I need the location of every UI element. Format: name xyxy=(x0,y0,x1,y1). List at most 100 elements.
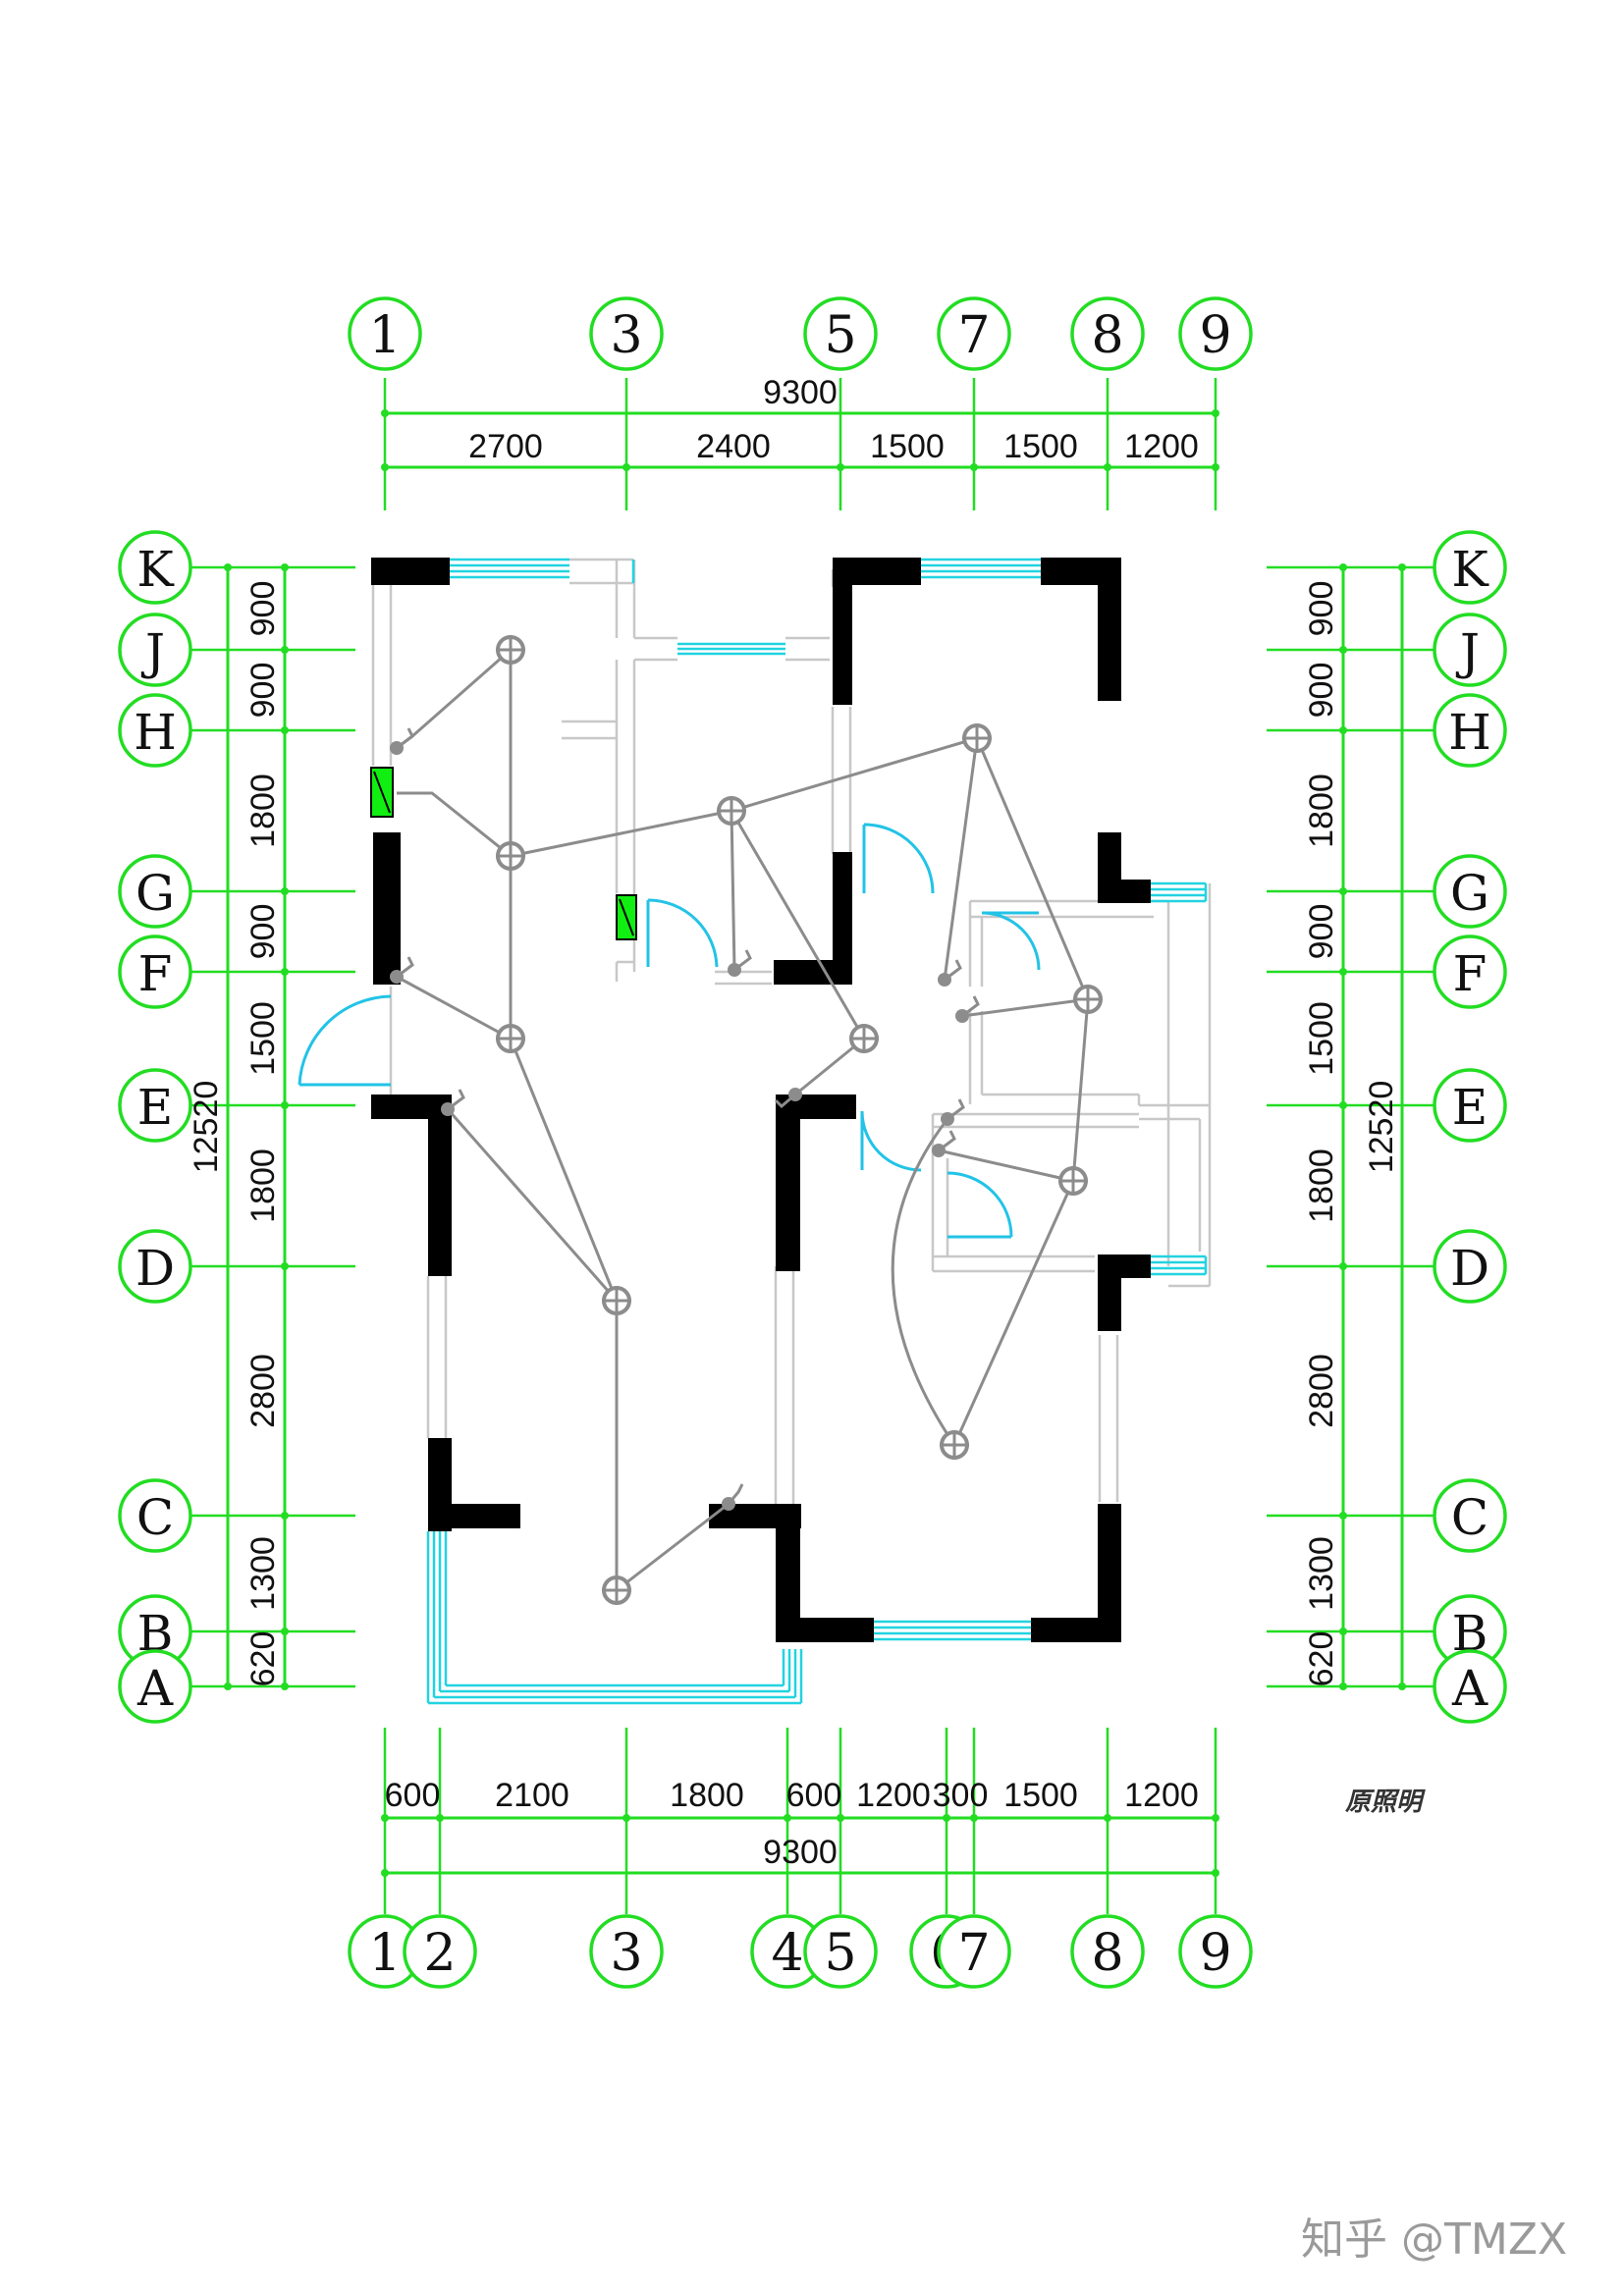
right-dimension-ticks xyxy=(1339,563,1406,1690)
left-dimension-7: 2800 xyxy=(244,1354,282,1428)
svg-text:D: D xyxy=(1450,1240,1489,1297)
svg-text:3: 3 xyxy=(610,1924,642,1983)
wall-west-pier xyxy=(373,832,401,985)
ceiling-lamp-icon xyxy=(849,1024,879,1053)
switches xyxy=(390,727,980,1511)
wall-mid-pier xyxy=(833,852,852,985)
doors xyxy=(298,823,1041,1239)
svg-text:5: 5 xyxy=(824,1924,856,1983)
window-top-left xyxy=(450,558,635,585)
axis-bubble-left-A: A xyxy=(118,1649,192,1724)
switch-icon xyxy=(938,959,962,987)
axis-bubble-top-1: 1 xyxy=(348,296,422,371)
svg-text:2: 2 xyxy=(423,1924,456,1983)
top-dimension-1: 2700 xyxy=(468,428,543,465)
svg-text:3: 3 xyxy=(610,306,642,365)
switch-icon xyxy=(932,1130,956,1157)
svg-text:9: 9 xyxy=(1199,306,1231,365)
window-east-upper xyxy=(1151,881,1208,903)
left-dimension-chain: 12520 900 900 1800 900 1500 1800 2800 13… xyxy=(157,563,355,1690)
switch-icon xyxy=(390,956,414,984)
wall-top-right xyxy=(1041,558,1121,585)
svg-text:F: F xyxy=(138,945,173,1002)
bottom-dimension-2: 2100 xyxy=(495,1777,569,1814)
svg-text:A: A xyxy=(136,1660,174,1717)
wall-mid-pier-foot xyxy=(774,960,852,985)
switch-icon xyxy=(955,995,980,1023)
svg-text:F: F xyxy=(1453,945,1488,1002)
switch-icon xyxy=(390,727,414,755)
bottom-dimension-1: 600 xyxy=(385,1777,441,1814)
right-dimension-9: 620 xyxy=(1303,1631,1340,1687)
axis-bubble-left-E: E xyxy=(118,1068,192,1143)
bottom-dimension-ticks xyxy=(381,1814,1219,1877)
right-dimension-6: 1800 xyxy=(1303,1148,1340,1223)
axis-bubble-left-K: K xyxy=(118,530,192,605)
axis-bubble-bottom-1: 1 xyxy=(348,1914,422,1989)
ceiling-lamp-icon xyxy=(1073,985,1103,1014)
svg-text:5: 5 xyxy=(824,306,856,365)
svg-text:G: G xyxy=(1450,865,1489,922)
right-dimension-1: 900 xyxy=(1303,581,1340,637)
right-dimension-4: 900 xyxy=(1303,904,1340,960)
ceiling-lamp-icon xyxy=(496,841,525,871)
ceiling-lamps xyxy=(496,635,1103,1605)
wall-east-pier-upper-foot xyxy=(1098,880,1151,903)
svg-text:A: A xyxy=(1451,1660,1488,1717)
door-corridor xyxy=(860,1110,922,1172)
wall-living-west-foot xyxy=(428,1504,520,1528)
axis-bubble-right-D: D xyxy=(1433,1229,1507,1304)
axis-bubble-right-G: G xyxy=(1433,854,1507,929)
ceiling-lamp-icon xyxy=(602,1286,631,1315)
switch-box-left xyxy=(370,767,394,818)
axis-bubble-top-3: 3 xyxy=(589,296,664,371)
bottom-dimension-6: 300 xyxy=(933,1777,989,1814)
axis-bubble-bottom-3: 3 xyxy=(589,1914,664,1989)
left-axis-bubbles: K J H G F E D C B A xyxy=(118,530,192,1724)
bottom-dimension-5: 1200 xyxy=(856,1777,931,1814)
bottom-dimension-4: 600 xyxy=(786,1777,842,1814)
svg-text:J: J xyxy=(1455,623,1480,680)
svg-text:8: 8 xyxy=(1091,1924,1123,1983)
right-dimension-8: 1300 xyxy=(1303,1536,1340,1611)
switch-icon xyxy=(774,1088,802,1109)
left-dimension-6: 1800 xyxy=(244,1148,282,1223)
top-axis-bubbles: 1 3 5 7 8 9 xyxy=(348,296,1253,371)
axis-bubble-right-H: H xyxy=(1433,693,1507,768)
window-bottom-right xyxy=(874,1620,1031,1641)
axis-bubble-bottom-4: 4 xyxy=(750,1914,825,1989)
svg-text:G: G xyxy=(135,865,175,922)
svg-text:7: 7 xyxy=(957,1924,990,1983)
right-total-dimension: 12520 xyxy=(1363,1081,1400,1174)
window-east-lower xyxy=(1151,1255,1208,1276)
svg-text:H: H xyxy=(134,704,177,761)
svg-text:K: K xyxy=(1451,541,1489,598)
right-axis-bubbles: K J H G F E D C B A xyxy=(1433,530,1507,1724)
lighting-wiring xyxy=(396,648,1090,1592)
axis-bubble-right-K: K xyxy=(1433,530,1507,605)
left-dimension-8: 1300 xyxy=(244,1536,282,1611)
top-dimension-ticks xyxy=(381,409,1219,471)
top-dimension-chain: 9300 2700 2400 1500 1500 1200 xyxy=(381,374,1219,510)
svg-text:C: C xyxy=(136,1489,174,1546)
bottom-dimension-7: 1500 xyxy=(1003,1777,1078,1814)
ceiling-lamp-icon xyxy=(962,723,992,753)
top-dimension-2: 2400 xyxy=(696,428,771,465)
wall-central-upper xyxy=(776,1095,800,1271)
window-living-bay xyxy=(426,1531,803,1705)
left-dimension-2: 900 xyxy=(244,663,282,719)
ceiling-lamp-icon xyxy=(717,796,746,826)
axis-bubble-left-H: H xyxy=(118,693,192,768)
switch-box-center xyxy=(616,894,637,940)
left-dimension-9: 620 xyxy=(244,1631,282,1687)
axis-bubble-bottom-9: 9 xyxy=(1178,1914,1253,1989)
window-top-right xyxy=(921,558,1041,579)
axis-bubble-right-E: E xyxy=(1433,1068,1507,1143)
ceiling-lamp-icon xyxy=(602,1575,631,1605)
wall-bottom-right xyxy=(1031,1618,1121,1642)
axis-bubble-left-D: D xyxy=(118,1229,192,1304)
axis-bubble-right-C: C xyxy=(1433,1478,1507,1553)
bottom-dimension-8: 1200 xyxy=(1124,1777,1199,1814)
svg-text:4: 4 xyxy=(771,1924,803,1983)
